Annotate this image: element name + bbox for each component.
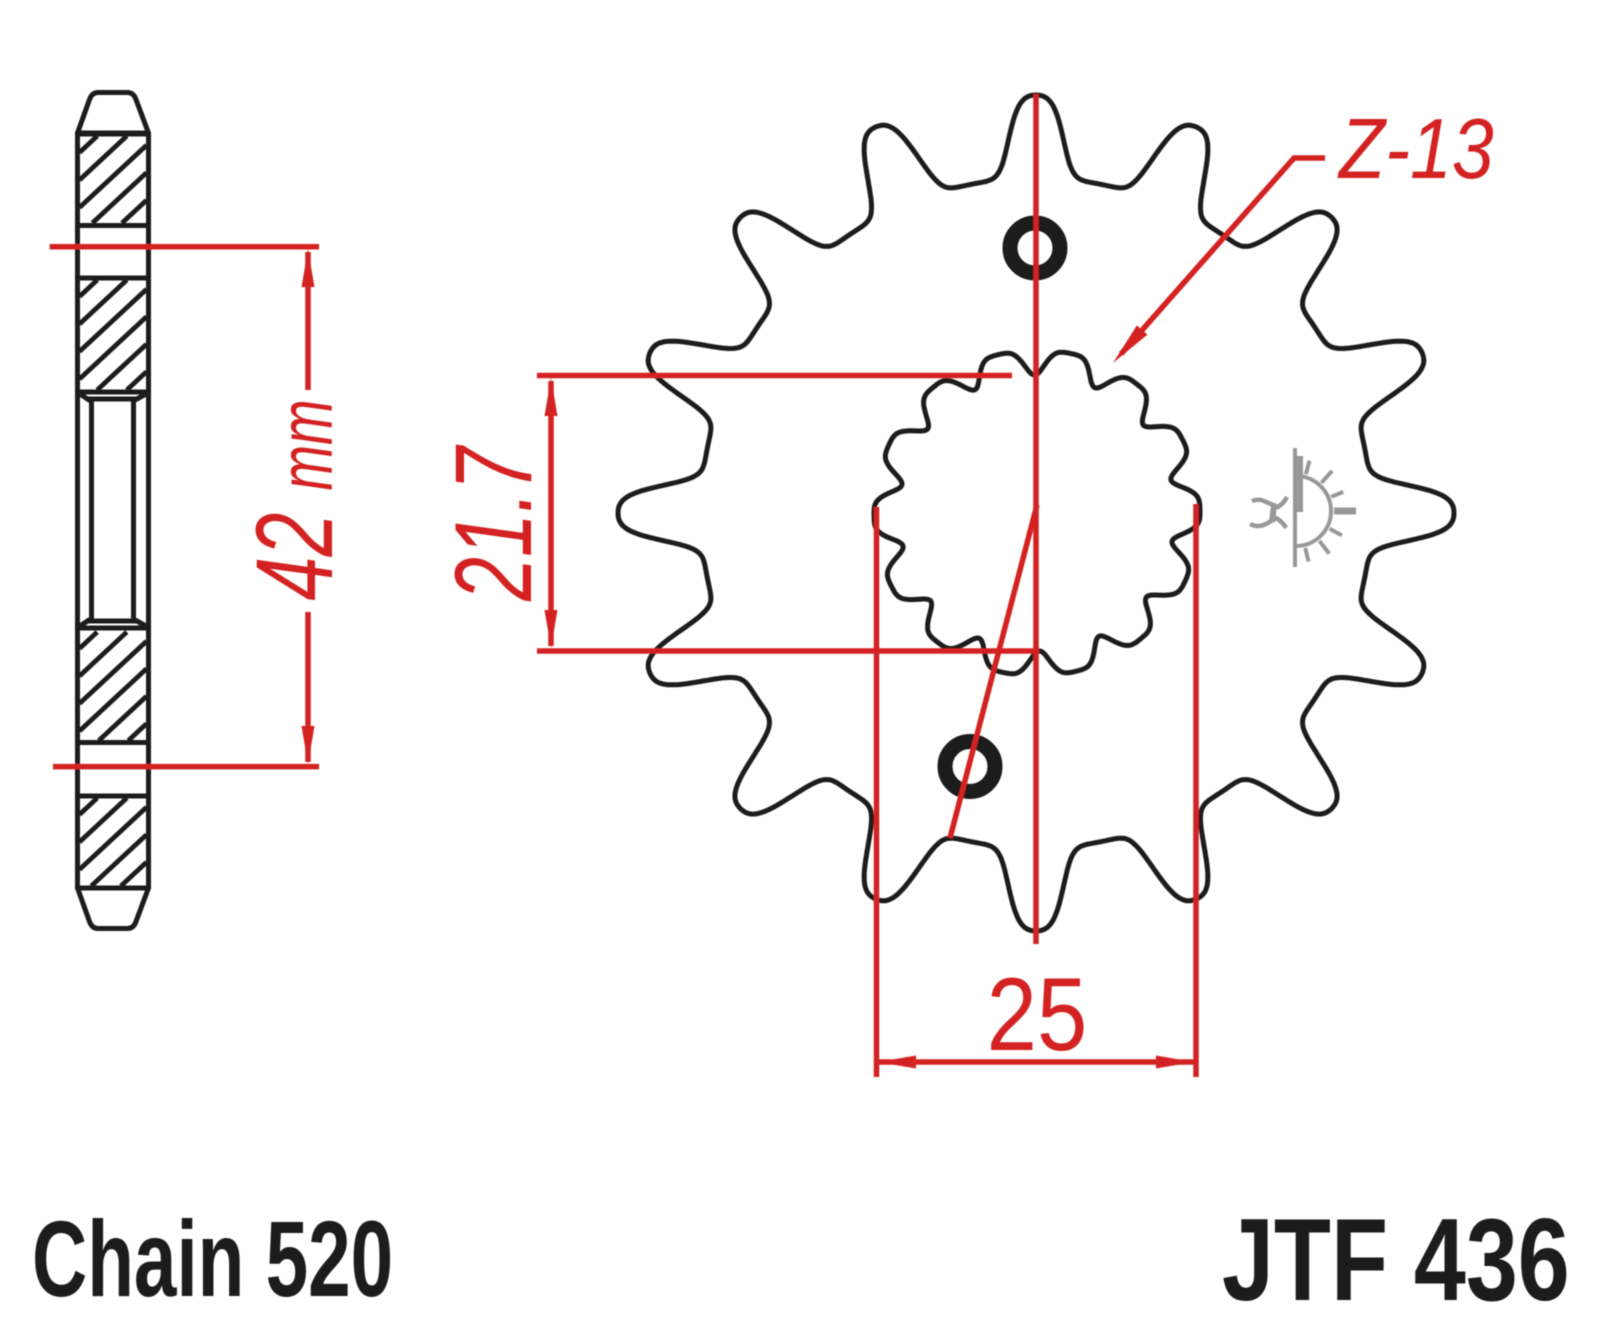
svg-text:JTF 436: JTF 436 (1222, 1195, 1570, 1325)
svg-text:25: 25 (987, 956, 1088, 1072)
svg-text:21.7: 21.7 (432, 444, 555, 602)
svg-text:Chain 520: Chain 520 (32, 1198, 393, 1319)
svg-text:Z-13: Z-13 (1337, 102, 1494, 197)
